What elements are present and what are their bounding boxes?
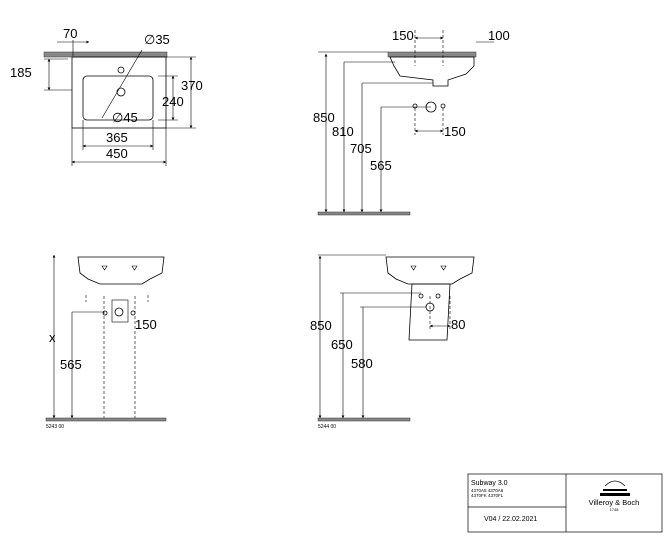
half-pedestal-front-view: 850 650 580 80 5244 00 xyxy=(310,254,475,430)
diameter-leader xyxy=(101,49,143,119)
floor xyxy=(317,417,411,422)
top-view-bowl xyxy=(82,75,154,121)
product-codes-2: 4370FK 4370FL xyxy=(471,493,504,498)
half-pedestal-code: 5244 00 xyxy=(318,424,336,430)
product-name: Subway 3.0 xyxy=(471,480,508,487)
dim-diameter-35: ∅35 xyxy=(144,32,170,47)
dim-150: 150 xyxy=(135,317,157,332)
brand-name: Villeroy & Boch xyxy=(589,498,640,507)
dim-705: 705 xyxy=(350,141,372,156)
title-block-frame xyxy=(467,473,663,533)
supply-left xyxy=(418,293,424,299)
dim-650: 650 xyxy=(331,337,353,352)
dim-150-top: 150 xyxy=(392,28,414,43)
dim-x: x xyxy=(49,330,56,345)
side-view-floor xyxy=(317,211,411,216)
drain-hole xyxy=(116,87,126,97)
top-view: 70 185 ∅35 370 240 ∅45 365 450 xyxy=(10,26,203,166)
supply-connection-left xyxy=(412,103,418,109)
top-view-basin-outline xyxy=(71,56,167,129)
supply-right xyxy=(435,293,441,299)
dim-185: 185 xyxy=(10,65,32,80)
half-pedestal xyxy=(408,283,451,341)
dim-70: 70 xyxy=(63,26,77,41)
side-view: 150 100 850 810 705 565 150 xyxy=(313,28,510,216)
brand-logo-base xyxy=(600,493,630,496)
dim-240: 240 xyxy=(162,94,184,109)
basin-front xyxy=(77,256,165,285)
side-view-basin xyxy=(389,56,475,87)
waste xyxy=(114,307,124,317)
dim-150-right: 150 xyxy=(444,124,466,139)
overflow-markers xyxy=(101,265,138,271)
dim-850: 850 xyxy=(310,318,332,333)
floor xyxy=(45,417,167,422)
supply-right xyxy=(130,310,136,316)
version-date: V04 / 22.02.2021 xyxy=(484,516,537,523)
side-view-wall xyxy=(387,51,477,58)
basin-front xyxy=(385,256,475,285)
dim-580: 580 xyxy=(351,356,373,371)
top-view-wall xyxy=(43,51,168,58)
brand-logo-bar xyxy=(603,489,627,491)
brand-logo: Villeroy & Boch 1748 xyxy=(589,480,640,512)
dim-565: 565 xyxy=(370,158,392,173)
brand-logo-arch xyxy=(604,480,626,487)
dim-450: 450 xyxy=(106,146,128,161)
pedestal-outline xyxy=(103,296,136,418)
dim-80: 80 xyxy=(451,317,465,332)
tap-hole xyxy=(117,66,125,74)
dim-370: 370 xyxy=(181,78,203,93)
supply-connection-right xyxy=(440,103,446,109)
dim-365: 365 xyxy=(106,130,128,145)
supply-left xyxy=(102,310,108,316)
pedestal-cutout xyxy=(111,299,129,323)
pedestal-code: 5243 00 xyxy=(46,424,64,430)
waste-connection xyxy=(425,101,437,113)
dim-diameter-45: ∅45 xyxy=(112,110,138,125)
dim-565: 565 xyxy=(60,357,82,372)
pedestal-front-view: x 565 150 5243 00 xyxy=(45,254,167,430)
dim-810: 810 xyxy=(332,124,354,139)
product-codes-1: 4370A5 4370A6 xyxy=(471,488,504,493)
title-block: Subway 3.0 4370A5 4370A6 4370FK 4370FL V… xyxy=(467,473,663,533)
dim-100: 100 xyxy=(488,28,510,43)
overflow-markers xyxy=(410,265,447,271)
brand-year: 1748 xyxy=(610,507,620,512)
dim-850: 850 xyxy=(313,110,335,125)
